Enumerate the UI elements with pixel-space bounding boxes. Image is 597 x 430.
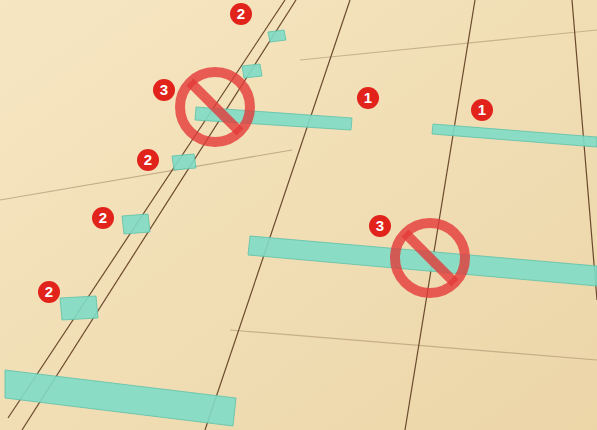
callout-number: 1 <box>357 87 379 109</box>
callout-number: 2 <box>137 149 159 171</box>
callout-number: 3 <box>153 79 175 101</box>
callout-number: 3 <box>369 215 391 237</box>
prohibition-sign <box>180 72 250 142</box>
callout-number: 1 <box>471 99 493 121</box>
tape-strips <box>5 30 597 426</box>
callout-number: 2 <box>92 207 114 229</box>
callout-number: 2 <box>38 281 60 303</box>
callout-number: 2 <box>230 3 252 25</box>
prohibition-sign <box>395 223 465 293</box>
